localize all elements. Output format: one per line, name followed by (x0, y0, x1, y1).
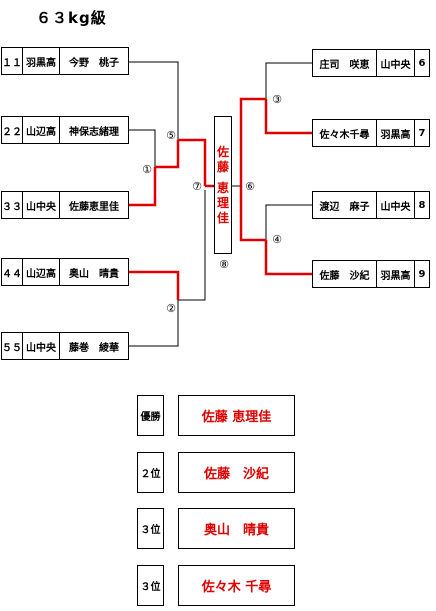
result-label-winner: 優勝 (137, 395, 164, 436)
entry-name: 奥山 晴貴 (69, 268, 119, 280)
entry-seed: ３３ (2, 192, 23, 218)
result-name-winner: 佐藤 恵理佳 (178, 395, 295, 436)
champion-box: 佐 藤 恵 理 佳 (214, 116, 232, 254)
entry-name: 庄司 咲恵 (313, 50, 377, 76)
champion-char: 佳 (216, 210, 229, 225)
match-label-3: ③ (272, 93, 282, 106)
winner-line-match3-to-match6 (239, 97, 266, 186)
match-label-6: ⑥ (245, 180, 255, 193)
entry-team: 山中央 (23, 192, 60, 218)
entry-seed: 9 (418, 268, 426, 280)
right-entry-8[interactable]: 渡辺 麻子 山中央 8 (312, 191, 430, 219)
result-label-third-b: ３位 (137, 565, 164, 606)
match-label-8: ⑧ (219, 258, 229, 271)
left-entry-4[interactable]: ４４ 山辺高 奥山 晴貴 (1, 258, 129, 286)
line-entry2-to-match1 (127, 129, 156, 167)
winner-line-match4-to-match6 (239, 186, 266, 242)
winner-line-entry4 (127, 270, 180, 300)
entry-team: 羽黒高 (377, 120, 415, 146)
entry-team: 山辺高 (23, 117, 60, 143)
entry-name: 神保志緒理 (69, 126, 119, 138)
result-name-third-a: 奥山 晴貴 (178, 508, 295, 549)
left-entry-5[interactable]: ５５ 山中央 藤巻 綾華 (1, 332, 129, 360)
entry-team: 羽黒高 (23, 48, 60, 74)
result-label-second: ２位 (137, 452, 164, 493)
entry-name: 佐々木千尋 (313, 120, 377, 146)
left-entry-2[interactable]: ２２ 山辺高 神保志緒理 (1, 116, 129, 144)
right-entry-7[interactable]: 佐々木千尋 羽黒高 7 (312, 119, 430, 147)
line-entry1-to-match5 (127, 61, 179, 140)
entry-name: 佐藤恵里佳 (69, 201, 119, 213)
entry-seed: ５５ (2, 333, 23, 359)
entry-seed: 6 (418, 57, 426, 69)
champion-char: 藤 (216, 159, 229, 174)
line-entry8-to-match4 (265, 204, 312, 240)
line-match2-to-match7 (178, 190, 206, 301)
champion-char: 恵 (216, 180, 229, 195)
left-entry-3[interactable]: ３３ 山中央 佐藤恵里佳 (1, 191, 129, 219)
match-label-4: ④ (272, 233, 282, 246)
left-entry-1[interactable]: １１ 羽黒高 今野 桃子 (1, 47, 129, 75)
result-name-second: 佐藤 沙紀 (178, 452, 295, 493)
match-label-5: ⑤ (166, 129, 176, 142)
winner-line-entry7 (264, 99, 312, 135)
entry-team: 山中央 (23, 333, 60, 359)
winner-line-match5-to-match7 (178, 138, 207, 186)
match-label-2: ② (166, 302, 176, 315)
entry-name: 今野 桃子 (69, 57, 119, 69)
entry-seed: 8 (418, 199, 426, 211)
winner-line-entry9 (264, 240, 312, 276)
winner-line-match1-to-match5 (155, 140, 180, 169)
entry-team: 山中央 (377, 192, 415, 218)
line-entry5-to-match2 (127, 300, 179, 347)
entry-name: 藤巻 綾華 (69, 342, 119, 354)
match-label-7: ⑦ (192, 180, 202, 193)
result-label-third-a: ３位 (137, 508, 164, 549)
entry-team: 山中央 (377, 50, 415, 76)
entry-team: 山辺高 (23, 259, 60, 285)
right-entry-6[interactable]: 庄司 咲恵 山中央 6 (312, 49, 430, 77)
result-name-third-b: 佐々木 千尋 (178, 565, 295, 606)
entry-name: 佐藤 沙紀 (313, 261, 377, 287)
match-label-1: ① (142, 163, 152, 176)
entry-team: 羽黒高 (377, 261, 415, 287)
weight-class-title: ６３kg級 (36, 9, 107, 27)
line-entry6-to-match3 (265, 62, 312, 99)
entry-seed: ４４ (2, 259, 23, 285)
right-entry-9[interactable]: 佐藤 沙紀 羽黒高 9 (312, 260, 430, 288)
champion-char: 理 (216, 195, 229, 210)
entry-name: 渡辺 麻子 (313, 192, 377, 218)
entry-seed: １１ (2, 48, 23, 74)
champion-char: 佐 (216, 144, 229, 159)
winner-line-entry3 (127, 167, 157, 207)
entry-seed: ２２ (2, 117, 23, 143)
entry-seed: 7 (418, 127, 426, 139)
